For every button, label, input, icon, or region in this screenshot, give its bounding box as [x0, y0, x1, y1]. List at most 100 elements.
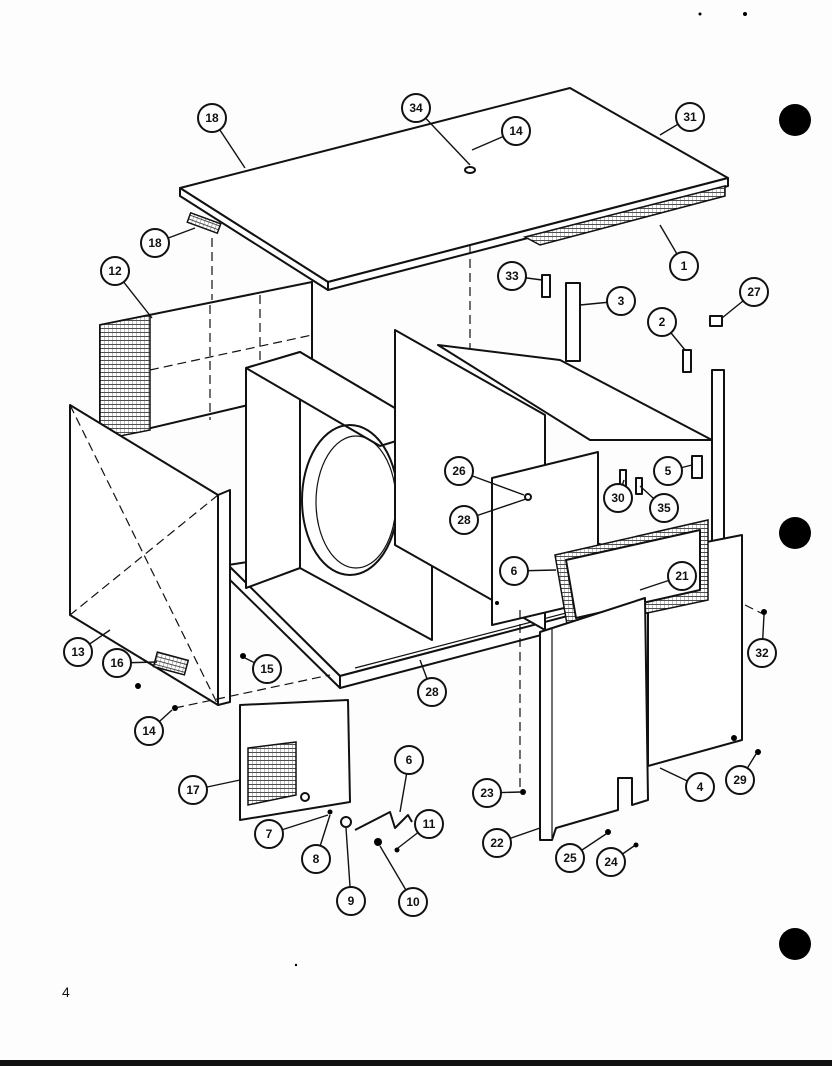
hardware-bracket-6 [354, 811, 413, 831]
callout-bubble: 34 [401, 93, 431, 123]
callout-label: 21 [675, 569, 689, 583]
callout-bubble: 26 [444, 456, 474, 486]
callout-bubble: 28 [449, 505, 479, 535]
callout-bubble: 27 [739, 277, 769, 307]
callout-bubble: 11 [414, 809, 444, 839]
callout-bubble: 28 [417, 677, 447, 707]
gasket-frame-inner [565, 529, 701, 619]
fan-shroud [245, 351, 433, 641]
callout-bubble: 7 [254, 819, 284, 849]
callout-ring [649, 493, 679, 523]
callout-bubble: 1 [669, 251, 699, 281]
callout-label: 14 [142, 724, 156, 738]
front-grille-knob [300, 792, 310, 802]
callout-bubble: 15 [252, 654, 282, 684]
screw-23 [520, 789, 526, 795]
callout-bubble: 18 [140, 228, 170, 258]
washer-9 [340, 816, 352, 828]
callout-ring [336, 886, 366, 916]
speck [294, 963, 298, 967]
pin-8 [327, 809, 333, 815]
top-cover-bracket [186, 211, 222, 235]
callout-label: 33 [505, 269, 519, 283]
speck [743, 12, 747, 16]
callout-ring [497, 261, 527, 291]
callout-ring [596, 847, 626, 877]
screw-29 [755, 749, 761, 755]
callout-bubble: 23 [472, 778, 502, 808]
bracket-5 [691, 455, 703, 479]
callout-bubble: 17 [178, 775, 208, 805]
callout-bubble: 25 [555, 843, 585, 873]
callout-bubble: 32 [747, 638, 777, 668]
callout-label: 1 [681, 259, 688, 273]
binder-hole [779, 104, 811, 136]
fastener-line [174, 674, 331, 709]
callout-label: 17 [186, 783, 200, 797]
top-cover-screw [464, 166, 476, 174]
callout-label: 25 [563, 851, 577, 865]
callout-label: 6 [406, 753, 413, 767]
callout-ring [401, 93, 431, 123]
callout-ring [417, 677, 447, 707]
clip-2 [682, 349, 692, 373]
callout-ring [482, 828, 512, 858]
gasket-frame [554, 519, 709, 631]
access-screw [633, 842, 639, 848]
upright-channel-3 [565, 282, 581, 362]
callout-label: 23 [480, 786, 494, 800]
callout-label: 22 [490, 836, 504, 850]
callout-ring [102, 648, 132, 678]
callout-bubble: 8 [301, 844, 331, 874]
callout-bubble: 12 [100, 256, 130, 286]
callout-label: 31 [683, 110, 697, 124]
callout-ring [414, 809, 444, 839]
scan-specks [294, 12, 747, 967]
screw-14 [135, 683, 141, 689]
callout-bubble: 18 [197, 103, 227, 133]
callout-ring [606, 286, 636, 316]
callout-bubble: 5 [653, 456, 683, 486]
clip-35 [635, 477, 643, 495]
front-panel-screw [240, 653, 246, 659]
callout-label: 3 [618, 294, 625, 308]
front-panel-diag [69, 494, 219, 616]
callout-ring [653, 456, 683, 486]
access-screw [605, 829, 611, 835]
fastener-line [744, 604, 766, 616]
access-panel [539, 597, 649, 841]
callout-bubble: 33 [497, 261, 527, 291]
front-grille-louvers [247, 741, 297, 806]
callout-label: 13 [71, 645, 85, 659]
callout-ring [603, 483, 633, 513]
callout-label: 26 [452, 464, 466, 478]
callout-ring [394, 745, 424, 775]
binder-holes [779, 104, 811, 960]
callout-label: 27 [747, 285, 761, 299]
callout-label: 18 [148, 236, 162, 250]
callout-ring [197, 103, 227, 133]
callout-bubble: 4 [685, 772, 715, 802]
callout-bubble: 6 [394, 745, 424, 775]
callout-bubble: 24 [596, 847, 626, 877]
callout-label: 2 [659, 315, 666, 329]
control-rivet [495, 601, 499, 605]
callout-label: 29 [733, 773, 747, 787]
callouts: 18 34 14 31 18 1 12 33 3 27 2 26 28 5 30… [63, 93, 777, 917]
callout-label: 14 [509, 124, 523, 138]
callout-bubble: 10 [398, 887, 428, 917]
callout-ring [685, 772, 715, 802]
callout-bubble: 35 [649, 493, 679, 523]
callout-ring [100, 256, 130, 286]
callout-bubble: 14 [134, 716, 164, 746]
callout-ring [647, 307, 677, 337]
side-panel-screw [731, 735, 737, 741]
front-access-panel [539, 597, 649, 848]
front-panel-edge [217, 489, 231, 706]
callout-label: 5 [665, 464, 672, 478]
callout-ring [134, 716, 164, 746]
callout-ring [725, 765, 755, 795]
binder-hole [779, 928, 811, 960]
